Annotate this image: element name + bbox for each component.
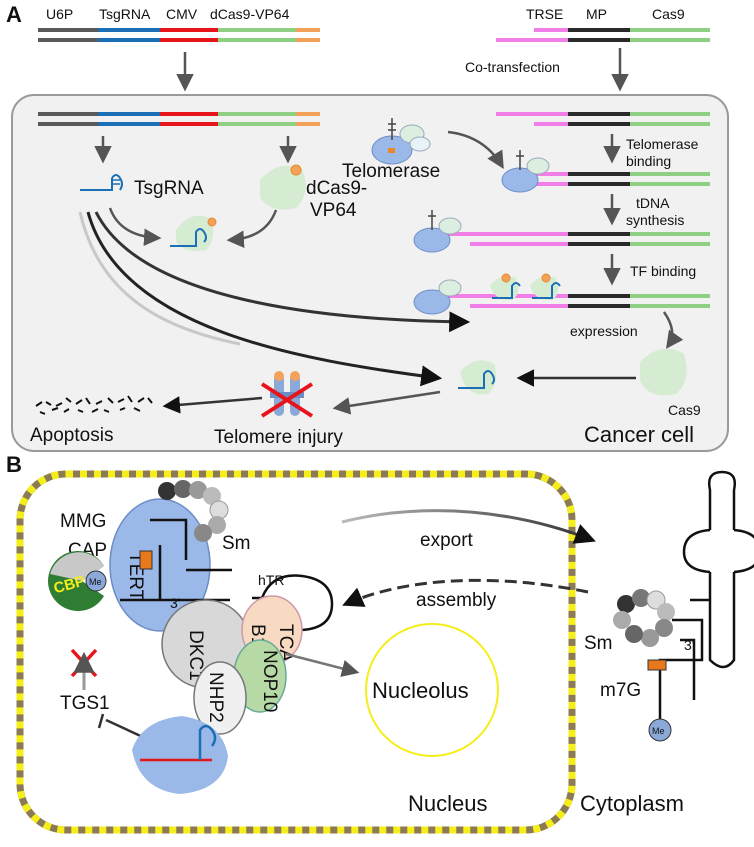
sm-ring-right <box>613 589 675 647</box>
telomerase-label: Telomerase <box>342 161 440 182</box>
arrow-dcas9-to-complex <box>226 209 278 248</box>
nucleolus-label: Nucleolus <box>372 678 469 703</box>
dcas9-label-1: dCas9- <box>306 178 367 199</box>
arrow-to-telomere-injury <box>332 390 441 415</box>
nhp2-label: NHP2 <box>205 672 226 723</box>
me-cap-left <box>85 570 107 592</box>
m7g-cap-icon <box>647 659 667 671</box>
tf-binding-label: TF binding <box>630 263 696 279</box>
export-arrow <box>341 509 596 544</box>
dna-row-3 <box>413 210 710 253</box>
nucleus-label: Nucleus <box>408 791 487 816</box>
cas9-label: Cas9 <box>668 402 701 418</box>
cas9-construct-label: Cas9 <box>652 6 685 22</box>
tsgrna-label: TsgRNA <box>134 178 204 199</box>
tdna-1: tDNA <box>636 195 670 211</box>
expression-label: expression <box>570 323 638 339</box>
arrow-telomerase-binding <box>447 130 504 170</box>
vp64-icon <box>290 164 302 176</box>
dkc1-label: DKC1 <box>185 630 206 681</box>
cotransfection-label: Co-transfection <box>465 59 560 75</box>
panel-a-letter: A <box>6 2 22 27</box>
arrow-to-nucleolus <box>285 652 360 677</box>
me-right-label: Me <box>652 726 665 736</box>
telomerase-binding-2: binding <box>626 153 671 169</box>
dcas9-label-2: VP64 <box>310 200 357 221</box>
arrow-expression <box>662 311 684 349</box>
dcas9-vp64-label: dCas9-VP64 <box>210 6 290 22</box>
construct-bar-top <box>38 28 320 42</box>
m7g-label: m7G <box>600 680 641 701</box>
arrow-tsgrna-to-complex <box>108 207 162 246</box>
sm-ring-left <box>158 480 229 542</box>
complex-icon <box>170 215 217 251</box>
arrow-complex-to-telomere <box>94 211 471 333</box>
tsgrna-construct-label: TsgRNA <box>99 6 151 22</box>
cancer-cell-label: Cancer cell <box>584 422 694 447</box>
arrow-to-apoptosis <box>162 396 263 414</box>
nucleus-border-dash <box>16 470 576 834</box>
sm-right-label: Sm <box>584 633 613 654</box>
cas9-grna-complex <box>458 360 496 395</box>
me-left-label: Me <box>89 577 102 587</box>
sm-left-label: Sm <box>222 533 251 554</box>
tdna-2: synthesis <box>626 212 684 228</box>
nop10-label: NOP10 <box>259 650 280 712</box>
telomerase-icon <box>371 118 431 165</box>
apoptosis-label: Apoptosis <box>30 425 113 446</box>
assembly-arrow <box>342 578 589 607</box>
cytoplasm-htr-rna <box>658 470 754 720</box>
telomerase-binding-1: Telomerase <box>626 136 699 152</box>
u6p-label: U6P <box>46 6 73 22</box>
arrow-tsgrna-to-cas9 <box>86 211 443 387</box>
cas-complex-bottom <box>132 716 228 794</box>
cancer-cell-box <box>11 94 729 452</box>
trse-label: TRSE <box>526 6 563 22</box>
cmv-label: CMV <box>166 6 198 22</box>
faint-arrow <box>78 211 241 346</box>
telomere-injury-label: Telomere injury <box>214 427 343 448</box>
inner-left-construct <box>38 112 320 126</box>
tgs1-label: TGS1 <box>60 693 110 714</box>
me-cap-right <box>648 718 672 742</box>
red-x-mark <box>260 382 314 418</box>
panel-b-letter: B <box>6 452 22 477</box>
cas9-icon <box>640 348 687 396</box>
assembly-label: assembly <box>416 590 497 611</box>
dna-row-4 <box>413 273 710 315</box>
dna-row-1 <box>496 112 710 126</box>
dcas9-icon <box>260 165 306 210</box>
three-prime-right: 3' <box>684 637 694 653</box>
left-construct: U6P TsgRNA CMV dCas9-VP64 <box>38 6 320 42</box>
right-construct: TRSE MP Cas9 <box>496 6 710 42</box>
mmg-label: MMG <box>60 511 106 532</box>
export-label: export <box>420 530 474 551</box>
tsgrna-icon <box>80 174 123 191</box>
cytoplasm-label: Cytoplasm <box>580 791 684 816</box>
mp-label: MP <box>586 6 607 22</box>
tert-cap-icon <box>139 550 153 570</box>
nhp2-subunit <box>193 661 247 735</box>
apoptosis-debris-icon <box>35 395 153 415</box>
three-prime-left: 3' <box>170 595 180 611</box>
htr-label: hTR <box>258 572 284 588</box>
nucleolus-circle <box>365 623 499 757</box>
dna-row-2 <box>501 150 710 193</box>
